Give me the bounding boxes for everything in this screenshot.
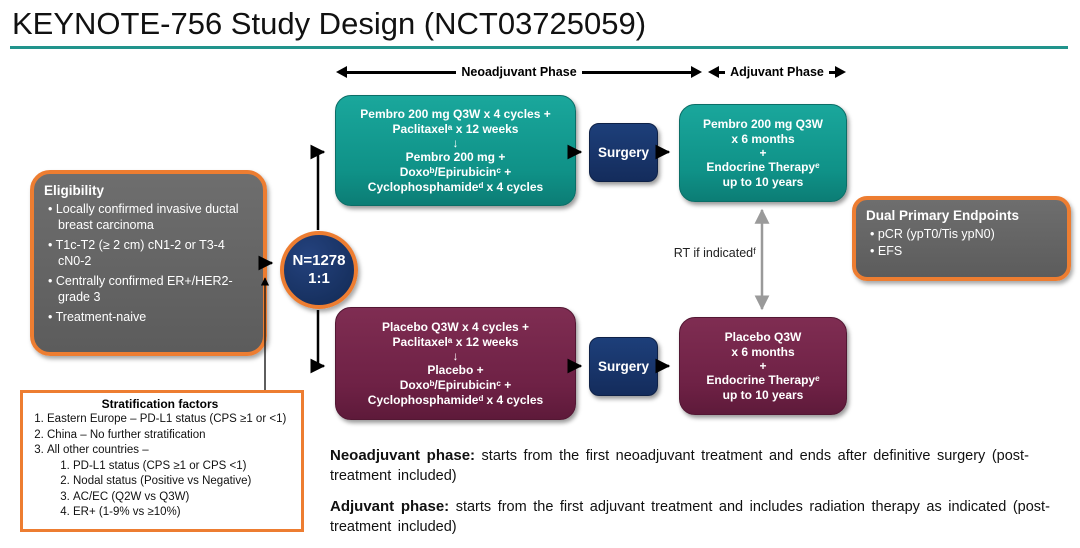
endpoint-item: pCR (ypT0/Tis ypN0) [878, 227, 1057, 243]
stratification-subitem: PD-L1 status (CPS ≥1 or CPS <1) [73, 459, 295, 475]
treatment-line: Endocrine Therapyᵉ [706, 159, 820, 174]
phase-arrow-adjuvant: Adjuvant Phase [708, 65, 846, 79]
arm-placebo-neoadjuvant-box: Placebo Q3W x 4 cycles + Paclitaxelᵃ x 1… [335, 307, 576, 420]
treatment-line: x 6 months [731, 344, 795, 359]
stratification-subitem: ER+ (1-9% vs ≥10%) [73, 505, 295, 521]
rt-note: RT if indicatedᶠ [673, 246, 756, 260]
treatment-line: Placebo + [427, 362, 484, 377]
endpoint-item: EFS [878, 244, 1057, 260]
treatment-line: Endocrine Therapyᵉ [706, 372, 820, 387]
stratification-list: Eastern Europe – PD-L1 status (CPS ≥1 or… [25, 412, 295, 521]
eligibility-list: Locally confirmed invasive ductal breast… [44, 202, 253, 326]
eligibility-item: T1c-T2 (≥ 2 cm) cN1-2 or T3-4 cN0-2 [56, 238, 253, 269]
phase-arrow-neoadjuvant: Neoadjuvant Phase [336, 65, 703, 79]
endpoints-box: Dual Primary Endpoints pCR (ypT0/Tis ypN… [852, 196, 1071, 281]
surgery-box-bottom: Surgery [589, 337, 658, 396]
stratification-box: Stratification factors Eastern Europe – … [20, 390, 304, 532]
treatment-line: Cyclophosphamideᵈ x 4 cycles [367, 179, 544, 194]
slide-title: KEYNOTE-756 Study Design (NCT03725059) [12, 6, 647, 41]
stratification-item: China – No further stratification [47, 428, 295, 444]
treatment-line: Pembro 200 mg + [405, 149, 506, 164]
down-arrow-icon: ↓ [452, 135, 459, 150]
treatment-line: Paclitaxelᵃ x 12 weeks [392, 121, 519, 136]
phase-definitions: Neoadjuvant phase: starts from the first… [330, 446, 1080, 548]
treatment-line: x 6 months [731, 131, 795, 146]
down-arrow-icon: ↓ [452, 348, 459, 363]
treatment-line: Placebo Q3W [724, 329, 802, 344]
treatment-line: Cyclophosphamideᵈ x 4 cycles [367, 392, 544, 407]
surgery-label: Surgery [597, 145, 650, 160]
treatment-line: Paclitaxelᵃ x 12 weeks [392, 334, 519, 349]
treatment-line: Doxoᵇ/Epirubicinᶜ + [399, 164, 512, 179]
treatment-line: Placebo Q3W x 4 cycles + [381, 319, 530, 334]
plus-sign: + [759, 358, 767, 373]
treatment-line: Pembro 200 mg Q3W x 4 cycles + [360, 106, 551, 121]
arrow-left-icon [708, 66, 719, 78]
endpoints-list: pCR (ypT0/Tis ypN0) EFS [866, 227, 1057, 259]
stratification-subitem: Nodal status (Positive vs Negative) [73, 474, 295, 490]
arm-pembro-neoadjuvant-box: Pembro 200 mg Q3W x 4 cycles + Paclitaxe… [335, 95, 576, 206]
treatment-line: Pembro 200 mg Q3W [702, 116, 824, 131]
endpoints-heading: Dual Primary Endpoints [866, 208, 1020, 223]
arrow-randomization-to-placebo-arm [310, 310, 326, 374]
surgery-box-top: Surgery [589, 123, 658, 182]
eligibility-heading: Eligibility [44, 183, 105, 198]
treatment-line: up to 10 years [722, 387, 804, 402]
arrow-right-icon [691, 66, 703, 78]
arrow-left-icon [336, 66, 347, 78]
arm-placebo-adjuvant-box: Placebo Q3W x 6 months + Endocrine Thera… [679, 317, 847, 415]
arrow-right-icon [835, 66, 846, 78]
neoadjuvant-phase-note: Neoadjuvant phase: starts from the first… [330, 447, 1029, 484]
eligibility-box: Eligibility Locally confirmed invasive d… [30, 170, 267, 356]
eligibility-item: Treatment-naive [56, 310, 253, 326]
randomization-n: N=1278 [292, 252, 346, 269]
arrow-randomization-to-pembro-arm [310, 144, 326, 230]
surgery-label: Surgery [597, 359, 650, 374]
randomization-circle: N=1278 1:1 [280, 231, 358, 309]
eligibility-item: Locally confirmed invasive ductal breast… [56, 202, 253, 233]
phase-label-neoadjuvant: Neoadjuvant Phase [461, 65, 577, 79]
treatment-line: Doxoᵇ/Epirubicinᶜ + [399, 377, 512, 392]
adjuvant-phase-note: Adjuvant phase: starts from the first ad… [330, 498, 1050, 535]
arm-pembro-adjuvant-box: Pembro 200 mg Q3W x 6 months + Endocrine… [679, 104, 847, 202]
treatment-line: up to 10 years [722, 174, 804, 189]
stratification-heading: Stratification factors [101, 397, 219, 411]
stratification-item: Eastern Europe – PD-L1 status (CPS ≥1 or… [47, 412, 295, 428]
phase-label-adjuvant: Adjuvant Phase [730, 65, 824, 79]
stratification-subitem: AC/EC (Q2W vs Q3W) [73, 490, 295, 506]
plus-sign: + [759, 145, 767, 160]
stratification-sublist: PD-L1 status (CPS ≥1 or CPS <1) Nodal st… [47, 459, 295, 521]
randomization-ratio: 1:1 [308, 270, 330, 287]
eligibility-item: Centrally confirmed ER+/HER2- grade 3 [56, 274, 253, 305]
stratification-item: All other countries – PD-L1 status (CPS … [47, 443, 295, 521]
title-underline [10, 46, 1068, 49]
